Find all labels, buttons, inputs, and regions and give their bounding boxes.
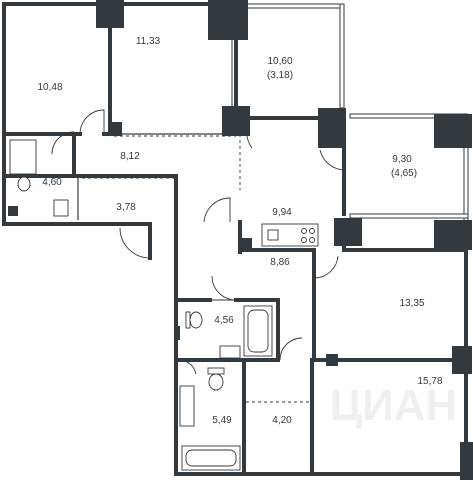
area-hall-lower: 8,86 <box>270 257 290 268</box>
zone-lines <box>82 134 310 403</box>
area-wardrobe: 3,78 <box>116 202 136 213</box>
area-bedroom-right-middle: 13,35 <box>399 298 424 309</box>
area-bathroom-lower: 5,49 <box>212 415 232 426</box>
balcony-area-right: (4,65) <box>391 168 417 179</box>
area-room-right-balcony: 9,30 <box>392 154 412 165</box>
bathroom-middle-fixtures <box>185 305 273 359</box>
area-hall-upper: 8,12 <box>120 151 140 162</box>
bathroom-upper-fixtures <box>9 139 69 217</box>
interior-walls <box>4 4 468 476</box>
columns <box>8 0 473 480</box>
balcony-right <box>349 113 469 223</box>
bathroom-lower-fixtures <box>179 367 241 471</box>
balcony-area-top-right: (3,18) <box>267 70 293 81</box>
area-labels: 10,48 11,33 10,60 (3,18) 8,12 4,60 3,78 … <box>37 36 442 426</box>
kitchen-fixtures <box>261 223 319 247</box>
area-bathroom-upper: 4,60 <box>42 177 62 188</box>
area-bedroom-top-left: 10,48 <box>37 82 62 93</box>
area-bedroom-top-right: 10,60 <box>267 56 292 67</box>
area-bedroom-top-middle: 11,33 <box>136 36 161 47</box>
area-kitchen: 9,94 <box>272 207 292 218</box>
watermark-text: ЦИАН <box>330 381 457 430</box>
doors <box>51 109 345 375</box>
area-bathroom-middle: 4,56 <box>214 315 234 326</box>
area-storage: 4,20 <box>272 415 292 426</box>
area-bedroom-right-lower: 15,78 <box>417 376 442 387</box>
